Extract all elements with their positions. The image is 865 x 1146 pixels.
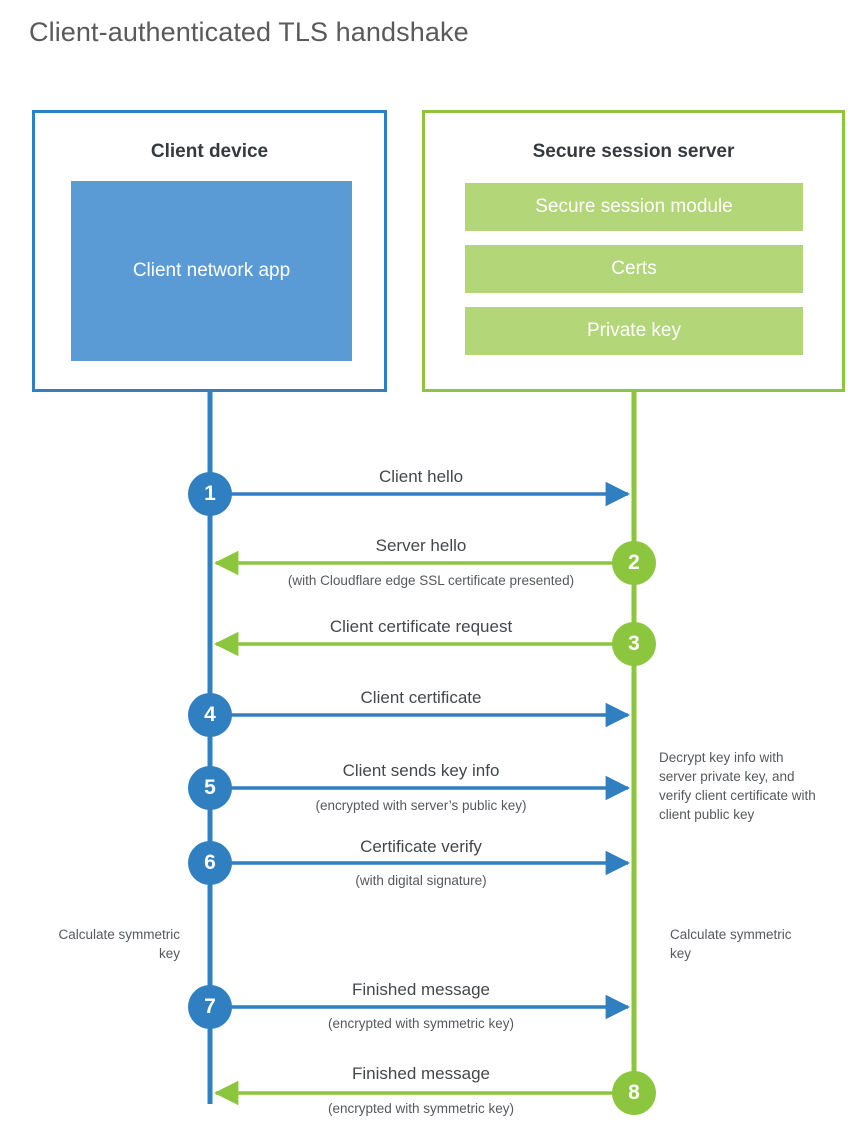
message-label-3: Client certificate request	[329, 617, 513, 636]
server-bar-private-key: Private key	[465, 307, 803, 355]
server-bar-certs: Certs	[465, 245, 803, 293]
step-circle-8[interactable]: 8	[612, 1071, 656, 1115]
message-label-2: Server hello	[375, 536, 467, 555]
message-sublabel-8: (encrypted with symmetric key)	[327, 1101, 515, 1116]
step-circle-1[interactable]: 1	[188, 472, 232, 516]
page-title: Client-authenticated TLS handshake	[29, 17, 469, 47]
message-sublabel-6: (with digital signature)	[355, 873, 487, 888]
step-circle-2[interactable]: 2	[612, 541, 656, 585]
annotation-client-calculate-symmetric-key: Calculate symmetric key	[58, 927, 180, 962]
message-label-6: Certificate verify	[360, 837, 482, 856]
message-sublabel-2: (with Cloudflare edge SSL certificate pr…	[287, 573, 575, 588]
client-device-box: Client device Client network app	[32, 110, 387, 392]
message-sublabel-7: (encrypted with symmetric key)	[327, 1016, 515, 1031]
message-label-4: Client certificate	[360, 688, 482, 707]
message-label-7: Finished message	[352, 980, 490, 999]
message-label-8: Finished message	[352, 1064, 490, 1083]
server-bar-secure-session-module: Secure session module	[465, 183, 803, 231]
client-network-app-block: Client network app	[71, 181, 352, 361]
message-sublabel-5: (encrypted with server’s public key)	[315, 798, 527, 813]
annotation-server-decrypt: Decrypt key info with server private key…	[659, 750, 816, 823]
secure-session-server-title: Secure session server	[532, 141, 735, 162]
step-circle-6[interactable]: 6	[188, 841, 232, 885]
client-device-title: Client device	[150, 141, 269, 162]
secure-session-server-box: Secure session server Secure session mod…	[422, 110, 845, 392]
step-circle-4[interactable]: 4	[188, 693, 232, 737]
annotation-server-calculate-symmetric-key: Calculate symmetric key	[670, 927, 792, 962]
step-circle-5[interactable]: 5	[188, 766, 232, 810]
step-circle-7[interactable]: 7	[188, 985, 232, 1029]
step-circle-3[interactable]: 3	[612, 622, 656, 666]
message-label-1: Client hello	[378, 467, 464, 486]
message-label-5: Client sends key info	[342, 761, 500, 780]
